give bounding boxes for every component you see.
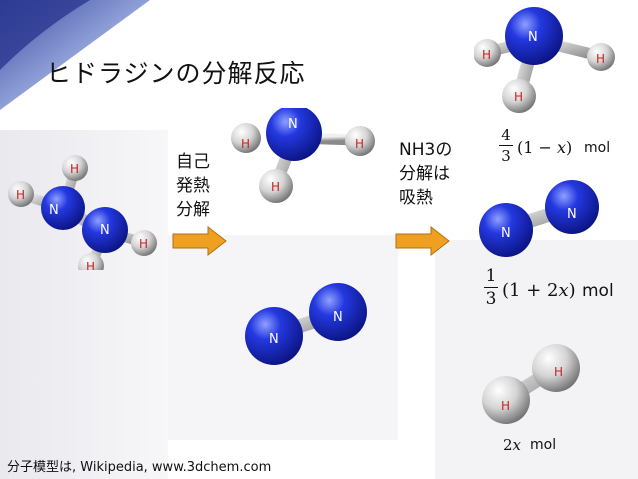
hydrogen-atom: [62, 155, 88, 181]
hydrogen-atom: [587, 43, 615, 71]
ammonia-coefficient-fraction: 4 3: [499, 126, 513, 165]
hydrogen-atom: [345, 126, 375, 156]
atom-label-h: H: [501, 399, 510, 413]
hydrogen-atom: [474, 39, 501, 67]
atom-label-n: N: [288, 117, 298, 132]
hydrogen-atom: [482, 376, 530, 424]
atom-label-h: H: [596, 52, 605, 66]
image-credit: 分子模型は, Wikipedia, www.3dchem.com: [7, 460, 272, 475]
atom-label-h: H: [16, 188, 25, 202]
atom-label-n: N: [333, 310, 343, 325]
reaction-arrow-1: [172, 226, 227, 256]
atom-label-n: N: [528, 30, 538, 45]
hydrogen-atom: [259, 169, 293, 203]
hydrazine-molecule: H H N N H H: [8, 155, 157, 270]
corner-swoosh-dark: [0, 0, 90, 70]
hydrogen-atom: [8, 181, 34, 207]
nitrogen-amount-expression: (1 + 2𝑥): [502, 280, 576, 301]
atom-label-h: H: [355, 137, 364, 151]
hydrogen-molecule-right: H H: [482, 344, 580, 424]
nitrogen-atom: [245, 307, 303, 365]
nitrogen-atom: [505, 7, 563, 65]
hydrogen-amount-unit: mol: [530, 437, 557, 453]
hydrogen-atom: [231, 123, 261, 153]
nitrogen-molecule-middle: N N: [245, 283, 367, 365]
nitrogen-atom: [41, 186, 85, 230]
nitrogen-atom: [266, 108, 322, 161]
atom-label-h: H: [271, 180, 280, 194]
atom-label-n: N: [501, 226, 511, 241]
nitrogen-atom: [309, 283, 367, 341]
arrow1-label: 自己 発熱 分解: [176, 152, 210, 220]
hydrogen-atom: [78, 253, 104, 270]
nitrogen-atom: [545, 180, 599, 234]
atom-label-h: H: [241, 137, 250, 151]
nitrogen-amount-unit: mol: [582, 281, 614, 301]
nitrogen-molecule-right: N N: [479, 180, 599, 257]
atom-label-n: N: [567, 207, 577, 222]
arrow2-label: NH3の 分解は 吸熱: [399, 140, 453, 208]
page-title: ヒドラジンの分解反応: [46, 59, 306, 88]
atom-label-n: N: [269, 332, 279, 347]
ammonia-amount-unit: mol: [584, 140, 611, 156]
atom-label-h: H: [70, 162, 79, 176]
atom-label-n: N: [100, 223, 110, 238]
hydrogen-atom: [131, 230, 157, 256]
nitrogen-atom: [479, 203, 533, 257]
atom-label-n: N: [49, 203, 59, 218]
ammonia-molecule-right: N H H H: [474, 7, 615, 113]
nitrogen-coefficient-fraction: 1 3: [484, 266, 498, 309]
hydrogen-atom: [532, 344, 580, 392]
atom-label-h: H: [514, 90, 523, 104]
hydrogen-amount-expression: 2𝑥: [503, 436, 522, 454]
atom-label-h: H: [139, 237, 148, 251]
nitrogen-atom: [82, 207, 128, 253]
reaction-arrow-2: [395, 226, 450, 256]
atom-label-h: H: [482, 48, 491, 62]
ammonia-amount-expression: (1 − 𝑥): [517, 138, 573, 157]
hydrogen-atom: [502, 79, 536, 113]
atom-label-h: H: [554, 365, 563, 379]
atom-label-h: H: [86, 260, 95, 270]
ammonia-molecule-middle: N H H H: [231, 108, 375, 203]
